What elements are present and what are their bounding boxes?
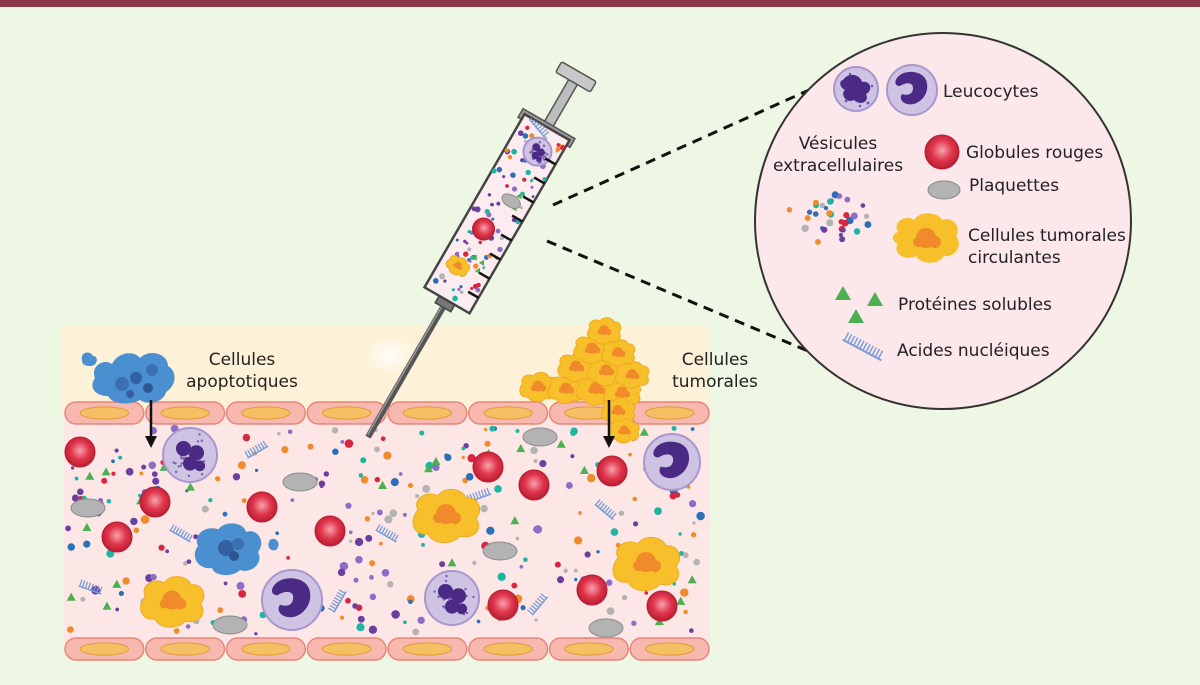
protein-icon: [835, 286, 883, 323]
legend-vesicles: Vésicules extracellulaires: [773, 134, 903, 176]
legend-red-cells: Globules rouges: [924, 134, 1103, 170]
plasma-particles: [64, 424, 705, 638]
tumor-cell-icon: [892, 213, 959, 263]
legend-leukocytes: Leucocytes: [833, 64, 1039, 116]
vesicles-label-line1: Vésicules: [799, 134, 878, 154]
granulocyte-icon: [833, 66, 879, 112]
red-cell-icon: [924, 134, 960, 170]
leukocytes-label: Leucocytes: [943, 82, 1039, 102]
syringe-plunger-head: [555, 61, 597, 93]
legend-platelets: Plaquettes: [927, 176, 1059, 200]
puncture-glow: [364, 335, 416, 375]
syringe-needle: [365, 298, 450, 439]
tumoral-label-line1: Cellules: [682, 350, 749, 370]
apoptotic-cell-tissue: [81, 352, 175, 404]
apoptotic-label-line1: Cellules: [209, 350, 276, 370]
tumor-cell-cluster: [519, 317, 650, 444]
vessel-wall-bottom: [64, 637, 710, 661]
monocyte-icon: [886, 64, 938, 116]
legend-ctc: Cellules tumorales circulantes: [892, 213, 1126, 268]
connector-line-upper: [552, 84, 819, 207]
ctc-label-line1: Cellules tumorales: [968, 226, 1126, 246]
nucleic-acids-label: Acides nucléiques: [897, 341, 1050, 361]
ctc-label-line2: circulantes: [968, 248, 1061, 268]
tumoral-label-line2: tumorales: [672, 372, 758, 392]
platelet-icon: [927, 180, 961, 200]
red-cells-label: Globules rouges: [966, 143, 1103, 163]
release-arrow-apoptotic: [145, 400, 157, 448]
connector-line-lower: [546, 239, 835, 364]
legend-nucleic-acids: Acides nucléiques: [842, 332, 1050, 362]
platelets-label: Plaquettes: [969, 176, 1059, 196]
vesicles-icon: [786, 191, 872, 245]
apoptotic-label: Cellules apoptotiques: [186, 350, 298, 392]
nucleic-acid-icon: [842, 332, 884, 362]
legend-proteins: Protéines solubles: [835, 286, 1052, 323]
tumoral-label: Cellules tumorales: [672, 350, 758, 392]
apoptotic-label-line2: apoptotiques: [186, 372, 298, 392]
release-arrow-tumoral: [603, 400, 615, 448]
top-bar: [0, 0, 1200, 7]
vesicles-label-line2: extracellulaires: [773, 156, 903, 176]
syringe: [365, 61, 597, 439]
proteins-label: Protéines solubles: [898, 295, 1052, 315]
